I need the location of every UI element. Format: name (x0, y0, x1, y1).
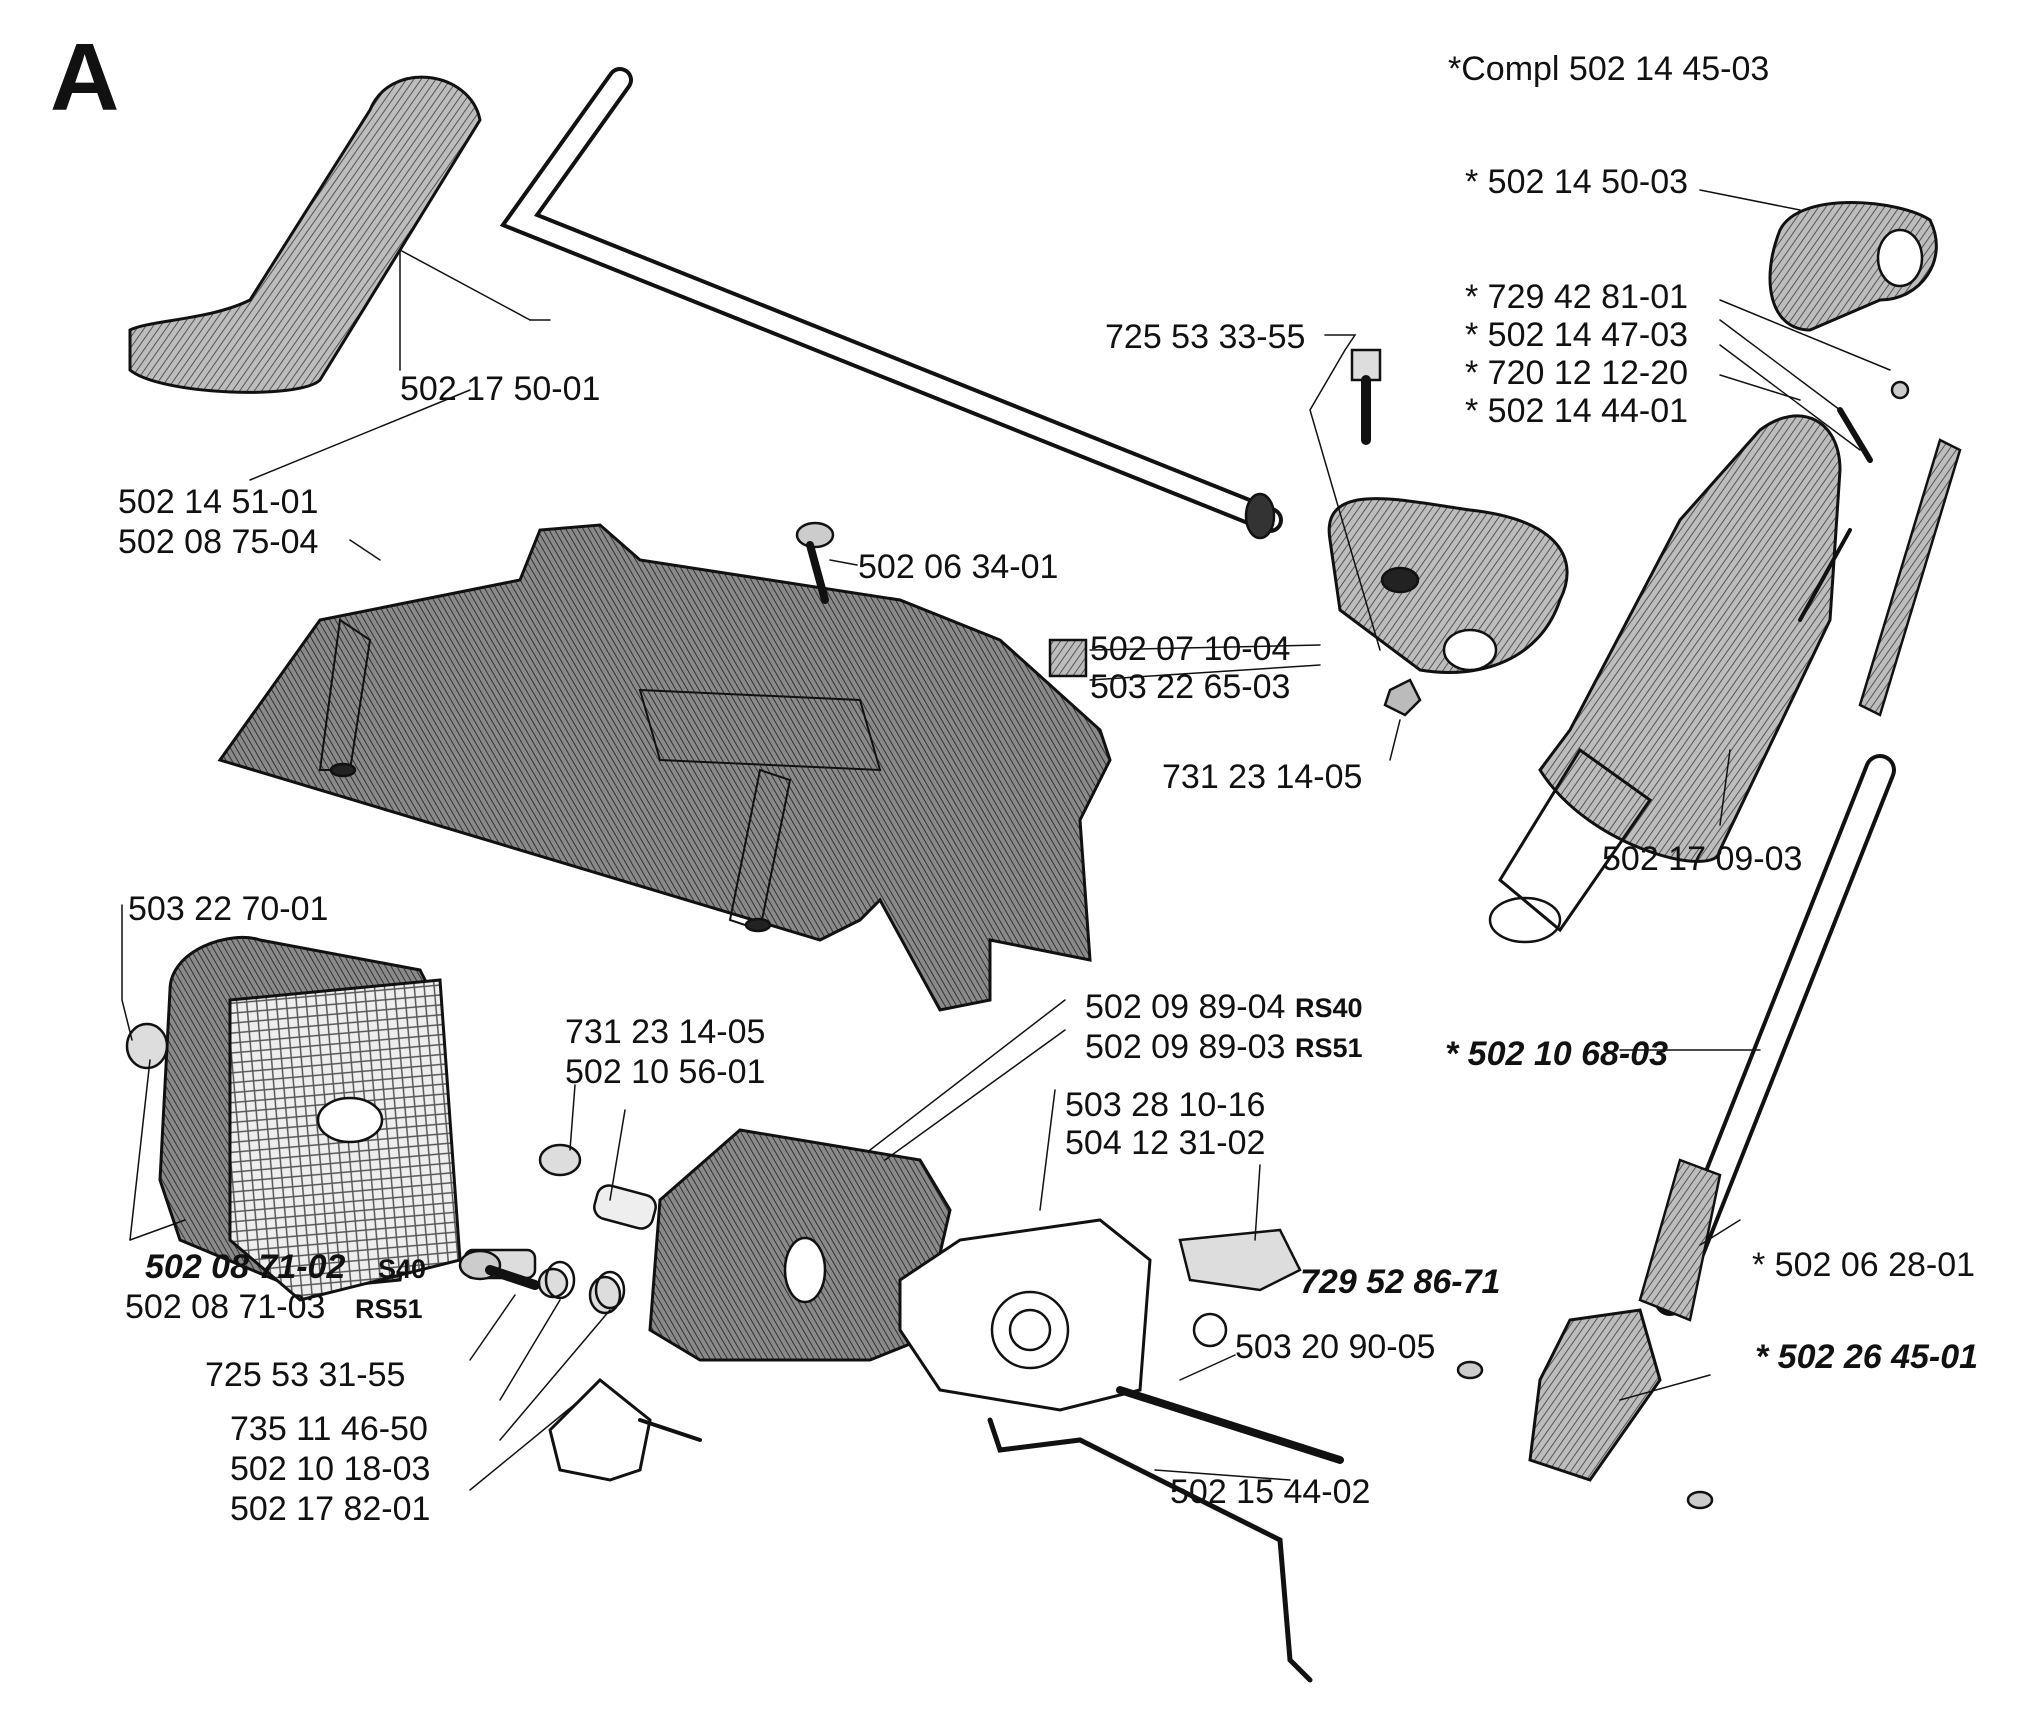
part-label: 735 11 46-50 (230, 1410, 428, 1448)
air-filter-part (125, 935, 462, 1302)
part-label: 502 08 71-02 (145, 1248, 346, 1286)
part-label: 502 10 56-01 (565, 1053, 766, 1091)
part-label: 502 07 10-04 (1090, 630, 1291, 668)
part-label: 502 17 50-01 (400, 370, 601, 408)
throttle-lever-part (548, 1377, 702, 1482)
assembly-note: *Compl 502 14 45-03 (1448, 50, 1770, 88)
part-label: 502 09 89-03 (1085, 1028, 1286, 1066)
part-label: 502 10 18-03 (230, 1450, 431, 1488)
part-label: * 720 12 12-20 (1465, 354, 1689, 392)
part-label: 729 52 86-71 (1300, 1263, 1501, 1301)
part-label: * 502 14 44-01 (1465, 392, 1689, 430)
part-label: * 502 06 28-01 (1752, 1246, 1976, 1284)
part-label: * 729 42 81-01 (1465, 278, 1689, 316)
section-letter: A (50, 24, 120, 131)
part-label: * 502 14 50-03 (1465, 163, 1689, 201)
part-label: 504 12 31-02 (1065, 1124, 1266, 1162)
part-label: 502 08 75-04 (118, 523, 319, 561)
part-label: 502 17 82-01 (230, 1490, 431, 1528)
shaft-tube-part (1456, 754, 1896, 1510)
intake-bolt-part (458, 1249, 626, 1310)
part-label: * 502 14 47-03 (1465, 316, 1689, 354)
handle-clamp-part (1327, 348, 1569, 717)
screw-part (795, 521, 835, 604)
handle-bar-tube (499, 67, 1283, 540)
part-label: 725 53 33-55 (1105, 318, 1306, 356)
model-tag: RS51 (1295, 1033, 1363, 1063)
model-tag: RS40 (1295, 993, 1363, 1023)
part-label: * 502 26 45-01 (1755, 1338, 1979, 1376)
square-nut-part (1048, 638, 1088, 678)
part-label: 502 09 89-04 (1085, 988, 1286, 1026)
model-tag: S40 (378, 1254, 427, 1284)
part-label: 731 23 14-05 (1162, 758, 1363, 796)
part-label: 502 17 09-03 (1602, 840, 1803, 878)
model-tag: RS51 (355, 1294, 423, 1324)
part-label: 503 22 70-01 (128, 890, 329, 928)
part-label: 731 23 14-05 (565, 1013, 766, 1051)
part-label: 502 15 44-02 (1170, 1473, 1371, 1511)
part-label: * 502 10 68-03 (1445, 1035, 1669, 1073)
engine-cover-part (217, 523, 1112, 1012)
leader-lines (121, 189, 1891, 1491)
part-label: 503 20 90-05 (1235, 1328, 1436, 1366)
part-label: 503 28 10-16 (1065, 1086, 1266, 1124)
part-label: 502 14 51-01 (118, 483, 319, 521)
part-label: 503 22 65-03 (1090, 668, 1291, 706)
rear-handle-part (1488, 201, 1962, 944)
part-label: 725 53 31-55 (205, 1356, 406, 1394)
part-label: 502 08 71-03 (125, 1288, 326, 1326)
part-label: 502 06 34-01 (858, 548, 1059, 586)
throttle-handle-part (128, 75, 482, 394)
intake-block-part (463, 1128, 952, 1362)
carburetor-part (898, 1218, 1344, 1683)
